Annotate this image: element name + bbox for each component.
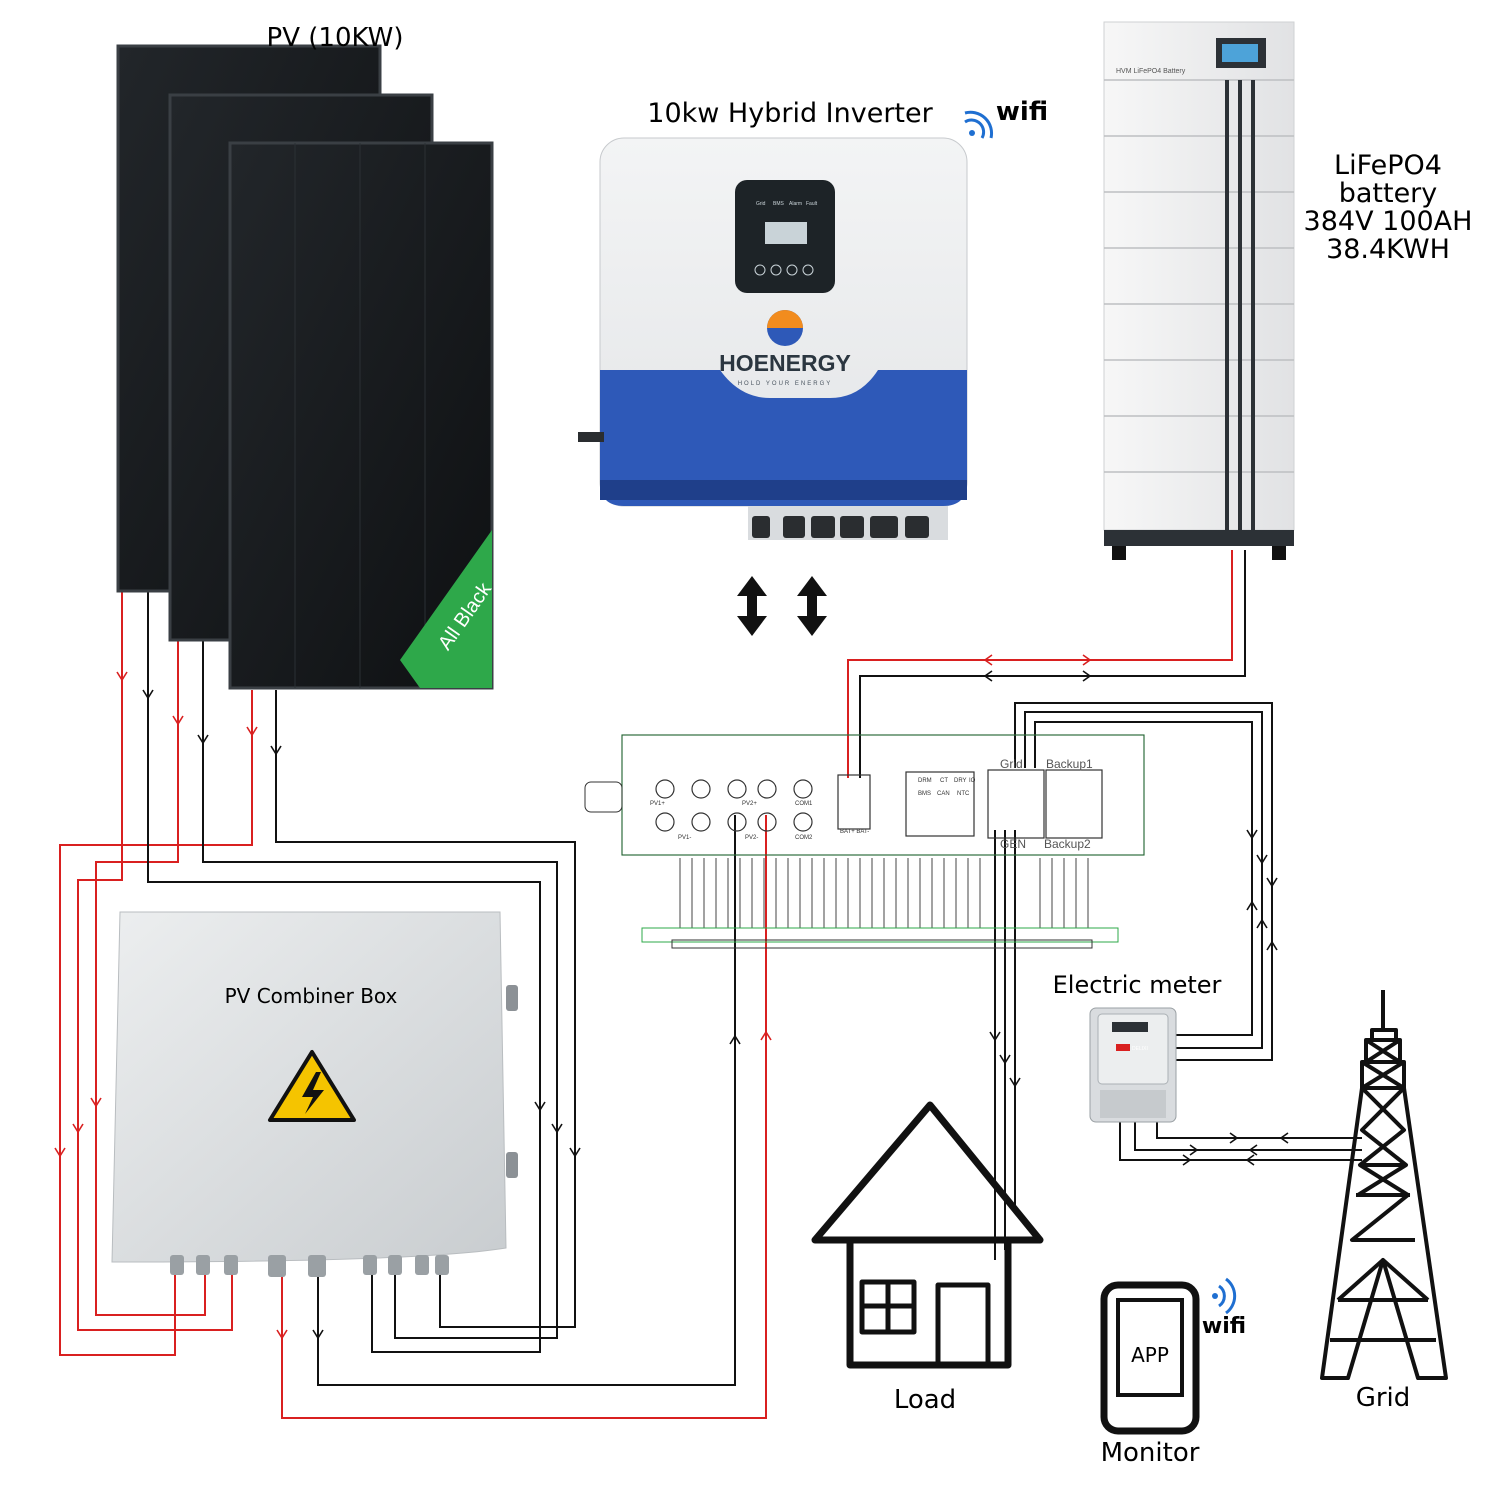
port-label: IO	[969, 778, 976, 784]
pv-title: PV (10KW)	[267, 23, 404, 53]
inverter-title: 10kw Hybrid Inverter	[647, 98, 933, 129]
port-label: GEN	[1000, 837, 1026, 851]
heatsink	[679, 858, 1089, 928]
port-label: Grid	[1000, 757, 1023, 771]
inverter-lcd	[765, 222, 807, 244]
double-arrow-icon	[797, 576, 827, 636]
phone-icon	[1100, 1281, 1200, 1435]
port-label: DRY	[954, 778, 967, 784]
port-label: COM2	[795, 835, 813, 841]
meter-brand: DELIXI	[1132, 1046, 1148, 1052]
port-label: BMS	[918, 791, 931, 797]
battery-stack: HVM LiFePO4 Battery	[1103, 21, 1295, 560]
battery-plate: HVM LiFePO4 Battery	[1116, 68, 1186, 75]
port-label: COM1	[795, 801, 813, 807]
battery-spec-line: LiFePO4	[1334, 150, 1442, 181]
grid-tower-icon	[1320, 990, 1448, 1380]
pv-positive-wires	[59, 550, 1233, 1419]
bidirectional-arrows	[737, 576, 827, 636]
meter-label: Electric meter	[1053, 971, 1222, 999]
port-label: DRM	[918, 778, 932, 784]
port-label: Backup1	[1046, 757, 1093, 771]
all-black-ribbon	[400, 530, 492, 688]
hybrid-inverter: Grid BMS Alarm Fault HOENERGY HOLD YOUR ENE…	[578, 137, 968, 540]
pv-array: All Black	[116, 44, 497, 690]
warning-icon	[268, 1050, 356, 1122]
wifi-icon	[964, 110, 994, 139]
house-icon	[811, 1101, 1044, 1369]
battery-spec-line: 384V 100AH	[1304, 206, 1473, 237]
port-label: CAN	[937, 791, 950, 797]
svg-text:BMS: BMS	[773, 201, 785, 207]
port-label: PV2-	[745, 835, 758, 841]
inverter-ports-schematic: PV1+ PV2+ PV1- PV2- COM1 COM2 BAT+ BAT- …	[584, 734, 1145, 949]
port-label: PV2+	[742, 801, 757, 807]
port-label: Backup2	[1044, 837, 1091, 851]
battery-spec-line: 38.4KWH	[1326, 234, 1450, 265]
brand-logo	[767, 310, 803, 346]
port-label: BAT+ BAT-	[840, 829, 869, 835]
inverter-blue-panel	[600, 370, 967, 506]
port-label: PV1+	[650, 801, 665, 807]
port-label: NTC	[957, 791, 970, 797]
port-label: CT	[940, 778, 948, 784]
electric-meter: DELIXI	[1089, 1007, 1177, 1123]
svg-text:Alarm: Alarm	[789, 201, 802, 207]
flow-arrows	[54, 654, 1289, 1340]
grid-label: Grid	[1356, 1383, 1411, 1413]
combiner-label: PV Combiner Box	[225, 984, 398, 1008]
pv-combiner-box	[111, 911, 518, 1277]
wifi-label-top: wifi	[996, 97, 1048, 127]
battery-spec-line: battery	[1339, 178, 1438, 209]
double-arrow-icon	[737, 576, 767, 636]
wifi-icon	[1212, 1277, 1237, 1315]
svg-text:Fault: Fault	[806, 201, 818, 207]
battery-spec: LiFePO4 battery 384V 100AH 38.4KWH	[1304, 150, 1473, 265]
load-label: Load	[894, 1385, 956, 1415]
app-label: APP	[1131, 1343, 1169, 1367]
brand-name: HOENERGY	[719, 350, 851, 376]
port-label: PV1-	[678, 835, 691, 841]
brand-tagline: HOLD YOUR ENERGY	[738, 381, 833, 387]
monitor-label: Monitor	[1101, 1438, 1200, 1468]
wifi-label-monitor: wifi	[1202, 1314, 1246, 1339]
svg-text:Grid: Grid	[756, 201, 766, 207]
